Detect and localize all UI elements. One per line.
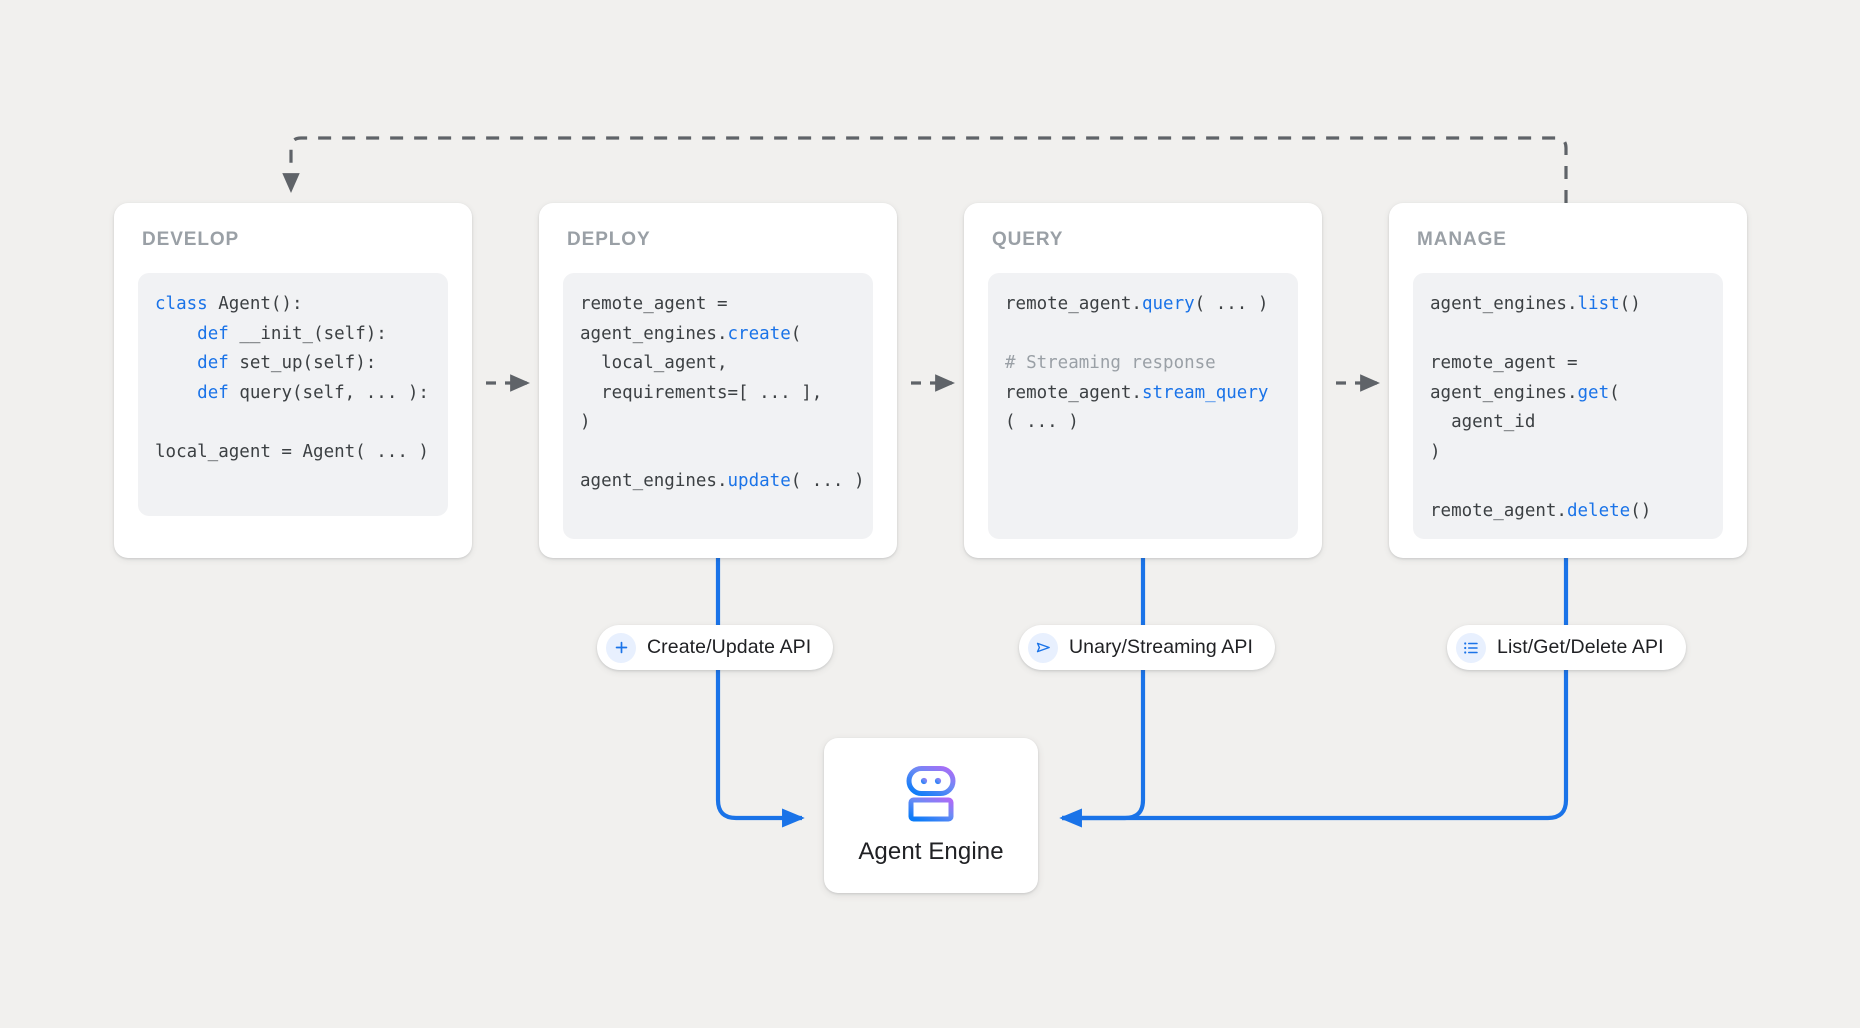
stage-card-deploy[interactable]: DEPLOY remote_agent = agent_engines.crea… xyxy=(539,203,897,558)
code-block-manage: agent_engines.list() remote_agent = agen… xyxy=(1413,273,1723,539)
stage-title-develop: DEVELOP xyxy=(142,229,240,250)
stage-card-query[interactable]: QUERY remote_agent.query( ... ) # Stream… xyxy=(964,203,1322,558)
stage-title-query: QUERY xyxy=(992,229,1064,250)
code-block-deploy: remote_agent = agent_engines.create( loc… xyxy=(563,273,873,539)
wire-deploy-to-agent-engine xyxy=(715,558,805,828)
list-icon xyxy=(1456,632,1486,663)
api-pill-unary-streaming[interactable]: Unary/Streaming API xyxy=(1019,625,1275,670)
code-block-query: remote_agent.query( ... ) # Streaming re… xyxy=(988,273,1298,539)
stage-card-manage[interactable]: MANAGE agent_engines.list() remote_agent… xyxy=(1389,203,1747,558)
stage-card-develop[interactable]: DEVELOP class Agent(): def __init_(self)… xyxy=(114,203,472,558)
stage-title-manage: MANAGE xyxy=(1417,229,1507,250)
api-pill-list-get-delete[interactable]: List/Get/Delete API xyxy=(1447,625,1686,670)
code-block-develop: class Agent(): def __init_(self): def se… xyxy=(138,273,448,516)
wire-manage-to-agent-engine xyxy=(1062,558,1569,821)
api-pill-label: List/Get/Delete API xyxy=(1497,636,1664,658)
api-pill-label: Create/Update API xyxy=(647,636,812,658)
robot-icon xyxy=(900,765,962,828)
wire-query-to-agent-engine xyxy=(1059,558,1146,828)
api-pill-label: Unary/Streaming API xyxy=(1069,636,1253,658)
send-icon xyxy=(1028,632,1058,663)
agent-engine-label: Agent Engine xyxy=(858,838,1004,865)
plus-icon xyxy=(606,632,636,663)
api-pill-create-update[interactable]: Create/Update API xyxy=(597,625,834,670)
feedback-arrow-manage-to-develop xyxy=(282,136,1568,203)
stage-title-deploy: DEPLOY xyxy=(567,229,651,250)
agent-engine-node[interactable]: Agent Engine xyxy=(824,738,1038,893)
